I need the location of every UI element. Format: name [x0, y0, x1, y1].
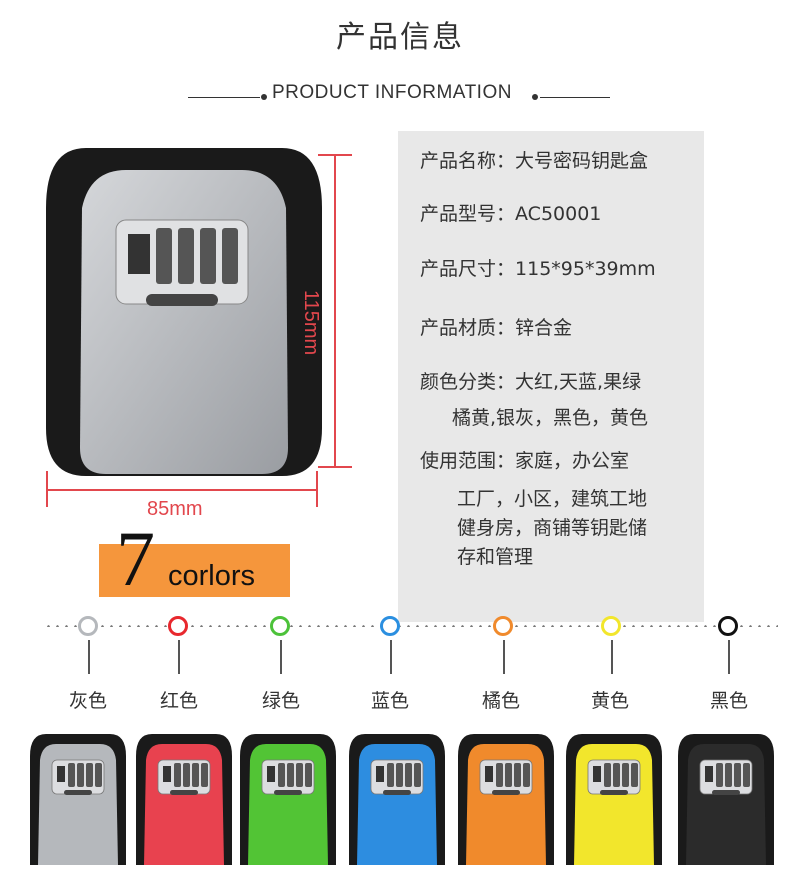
color-label-yellow: 黄色 [590, 690, 629, 712]
info-size: 产品尺寸：115*95*39mm [420, 254, 656, 281]
color-label-blue: 蓝色 [370, 690, 409, 712]
model-label: 产品型号： [420, 203, 516, 225]
subtitle-right-rule [540, 97, 610, 98]
name-value: 大号密码钥匙盒 [515, 150, 649, 172]
info-material: 产品材质：锌合金 [420, 313, 572, 340]
product-image [46, 148, 322, 476]
color-label-gray: 灰色 [68, 690, 107, 712]
color-value-1: 大红,天蓝,果绿 [515, 371, 642, 393]
colors-text: corlors [168, 560, 256, 592]
usage-value-2: 工厂，小区，建筑工地 [457, 488, 648, 510]
subtitle-right-dot [532, 94, 538, 100]
size-label: 产品尺寸： [420, 258, 516, 280]
material-label: 产品材质： [420, 317, 516, 339]
color-ring-orange [493, 616, 513, 636]
color-label-green: 绿色 [261, 690, 300, 712]
height-label: 115mm [300, 290, 322, 356]
info-name: 产品名称：大号密码钥匙盒 [420, 146, 648, 173]
page-title: 产品信息 [336, 20, 464, 55]
variant-black [678, 734, 774, 865]
color-ring-yellow [601, 616, 621, 636]
variant-red [136, 734, 232, 865]
colors-badge [99, 544, 290, 597]
width-dim-line [46, 489, 318, 491]
variant-yellow [566, 734, 662, 865]
info-panel [398, 131, 704, 622]
info-color: 颜色分类：大红,天蓝,果绿 [420, 367, 641, 394]
stem-red [178, 640, 180, 674]
variant-green [240, 734, 336, 865]
color-ring-green [270, 616, 290, 636]
stem-green [280, 640, 282, 674]
usage-value-4: 存和管理 [457, 546, 534, 568]
color-value-2: 橘黄,银灰，黑色，黄色 [452, 407, 649, 429]
color-ring-black [718, 616, 738, 636]
usage-label: 使用范围： [420, 450, 516, 472]
usage-value-3: 健身房，商铺等钥匙储 [457, 517, 648, 539]
height-dim-line [334, 154, 336, 468]
color-ring-blue [380, 616, 400, 636]
info-usage: 使用范围：家庭，办公室 [420, 446, 629, 473]
variant-gray [30, 734, 126, 865]
color-timeline [44, 625, 778, 627]
width-dim-right [316, 471, 318, 507]
section-subtitle: PRODUCT INFORMATION [272, 82, 512, 103]
colors-count: 7 [116, 515, 155, 602]
model-value: AC50001 [515, 203, 602, 225]
subtitle-left-rule [188, 97, 260, 98]
color-ring-red [168, 616, 188, 636]
size-value: 115*95*39mm [515, 258, 656, 280]
color-label-black: 黑色 [709, 690, 748, 712]
stem-gray [88, 640, 90, 674]
variant-orange [458, 734, 554, 865]
width-label: 85mm [147, 498, 203, 520]
color-label-orange: 橘色 [481, 690, 520, 712]
color-label-red: 红色 [159, 690, 198, 712]
stem-black [728, 640, 730, 674]
stem-blue [390, 640, 392, 674]
color-label: 颜色分类： [420, 371, 516, 393]
subtitle-left-dot [261, 94, 267, 100]
info-model: 产品型号：AC50001 [420, 199, 601, 226]
usage-value-1: 家庭，办公室 [515, 450, 630, 472]
color-ring-gray [78, 616, 98, 636]
height-dim-bottom [318, 466, 352, 468]
stem-orange [503, 640, 505, 674]
name-label: 产品名称： [420, 150, 516, 172]
stem-yellow [611, 640, 613, 674]
variant-blue [349, 734, 445, 865]
material-value: 锌合金 [515, 317, 573, 339]
